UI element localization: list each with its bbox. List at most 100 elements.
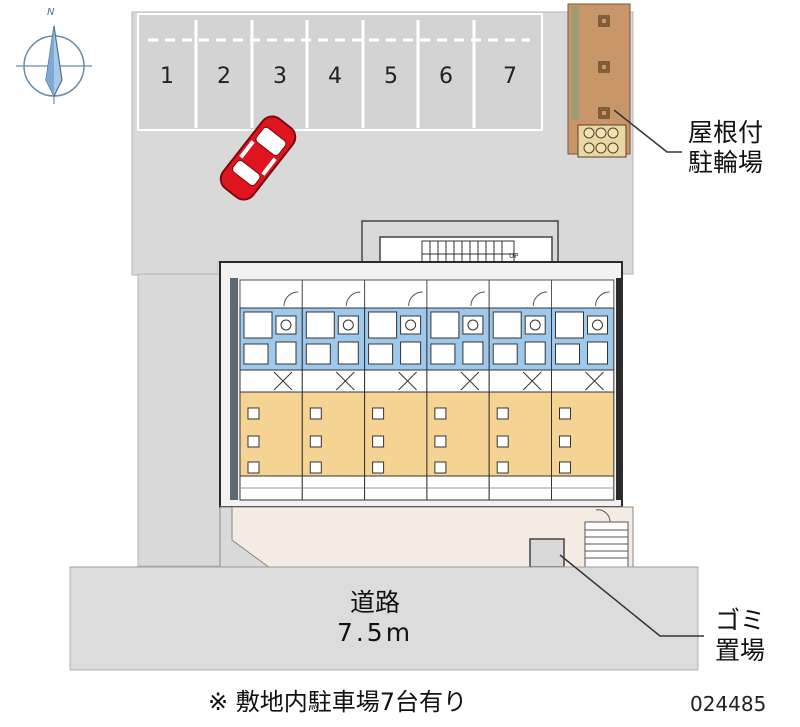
unit-entry: [364, 279, 428, 309]
unit-outlet-1: [372, 407, 385, 420]
stall-label-6: 6: [439, 64, 453, 89]
unit-door: [345, 291, 361, 307]
unit-kitchen: [243, 343, 269, 365]
garbage-area: [529, 538, 565, 568]
unit-outlet-2: [247, 435, 260, 448]
stall-label-7: 7: [503, 64, 517, 89]
unit-outlet-2: [372, 435, 385, 448]
unit-basin: [467, 319, 479, 331]
side-driveway: [137, 273, 221, 567]
unit-outlet-1: [247, 407, 260, 420]
callout-leaders: [559, 109, 704, 637]
outdoor-stairs: [584, 509, 629, 569]
unit-basin: [529, 319, 541, 331]
unit-closet: [364, 369, 428, 393]
unit-kitchen: [492, 343, 518, 365]
unit-basin: [592, 319, 603, 331]
unit-bath: [305, 311, 335, 339]
bike-shelter-posts: [598, 15, 610, 119]
unit-sink: [462, 315, 484, 335]
unit-outlet-3: [496, 461, 509, 474]
stall-label-5: 5: [384, 64, 398, 89]
unit-sink: [275, 315, 297, 335]
unit-closet-x: [460, 371, 480, 391]
stall-label-3: 3: [273, 64, 287, 89]
unit-closet-x: [585, 371, 604, 391]
unit-bath: [555, 311, 584, 339]
unit-entry: [551, 279, 615, 309]
unit-kitchen: [555, 343, 580, 365]
unit-kitchen: [430, 343, 456, 365]
bike-parking-callout: 屋根付 駐輪場: [688, 118, 763, 178]
unit-entry: [488, 279, 553, 309]
unit-outlet-3: [434, 461, 447, 474]
road: [69, 566, 699, 671]
garbage-line1: ゴミ: [715, 606, 766, 635]
unit-bath: [368, 311, 398, 339]
footer-parking-note: ※ 敷地内駐車場7台有り: [208, 688, 468, 716]
stall-label-2: 2: [217, 64, 231, 89]
unit-entry: [239, 279, 303, 309]
unit-outlet-3: [247, 461, 260, 474]
north-label: N: [47, 7, 55, 18]
unit-closet-x: [273, 371, 293, 391]
unit-closet: [488, 369, 553, 393]
unit-outlet-2: [496, 435, 509, 448]
unit-entry: [426, 279, 490, 309]
unit-closet: [239, 369, 303, 393]
unit-bath: [243, 311, 273, 339]
front-yard: [219, 506, 634, 569]
unit-sink: [337, 315, 359, 335]
bike-parking-line2: 駐輪場: [688, 148, 764, 177]
bike-parking-line1: 屋根付: [688, 118, 764, 147]
unit-closet-x: [335, 371, 355, 391]
unit-bath: [430, 311, 460, 339]
stall-label-1: 1: [160, 64, 174, 89]
unit-entry: [301, 279, 366, 309]
unit-toilet: [462, 341, 484, 365]
road-name: 道路: [349, 588, 400, 617]
unit-closet-x: [398, 371, 417, 391]
unit-toilet: [275, 341, 297, 365]
unit-door: [595, 291, 610, 307]
road-width: 7.5m: [336, 618, 414, 647]
unit-kitchen: [368, 343, 394, 365]
unit-kitchen: [305, 343, 331, 365]
unit-outlet-3: [309, 461, 322, 474]
unit-sink: [400, 315, 422, 335]
unit-bath: [492, 311, 522, 339]
unit-outlet-1: [496, 407, 509, 420]
road-label: 道路 7.5m: [300, 588, 450, 648]
unit-closet: [551, 369, 615, 393]
unit-outlet-2: [309, 435, 322, 448]
unit-outlet-3: [559, 461, 571, 474]
unit-closet: [301, 369, 366, 393]
footer-property-code: 024485: [690, 692, 767, 716]
unit-door: [283, 291, 299, 307]
stall-dividers: [194, 20, 476, 128]
unit-sink: [587, 315, 608, 335]
unit-door: [532, 291, 548, 307]
unit-sink: [524, 315, 546, 335]
unit-outlet-2: [434, 435, 447, 448]
unit-closet-x: [522, 371, 542, 391]
unit-outlet-1: [434, 407, 447, 420]
unit-outlet-1: [309, 407, 322, 420]
compass-icon: [16, 25, 92, 104]
unit-toilet: [587, 341, 608, 365]
unit-basin: [405, 319, 417, 331]
unit-toilet: [400, 341, 422, 365]
car-icon: [219, 115, 297, 201]
apartment-units: [239, 279, 615, 501]
garbage-line2: 置場: [715, 636, 766, 665]
unit-basin: [342, 319, 354, 331]
unit-door: [408, 291, 423, 307]
garbage-callout: ゴミ 置場: [715, 606, 765, 666]
unit-outlet-3: [372, 461, 385, 474]
unit-toilet: [524, 341, 546, 365]
stall-label-4: 4: [328, 64, 342, 89]
stairs-up-label: UP: [509, 252, 519, 260]
unit-outlet-1: [559, 407, 571, 420]
